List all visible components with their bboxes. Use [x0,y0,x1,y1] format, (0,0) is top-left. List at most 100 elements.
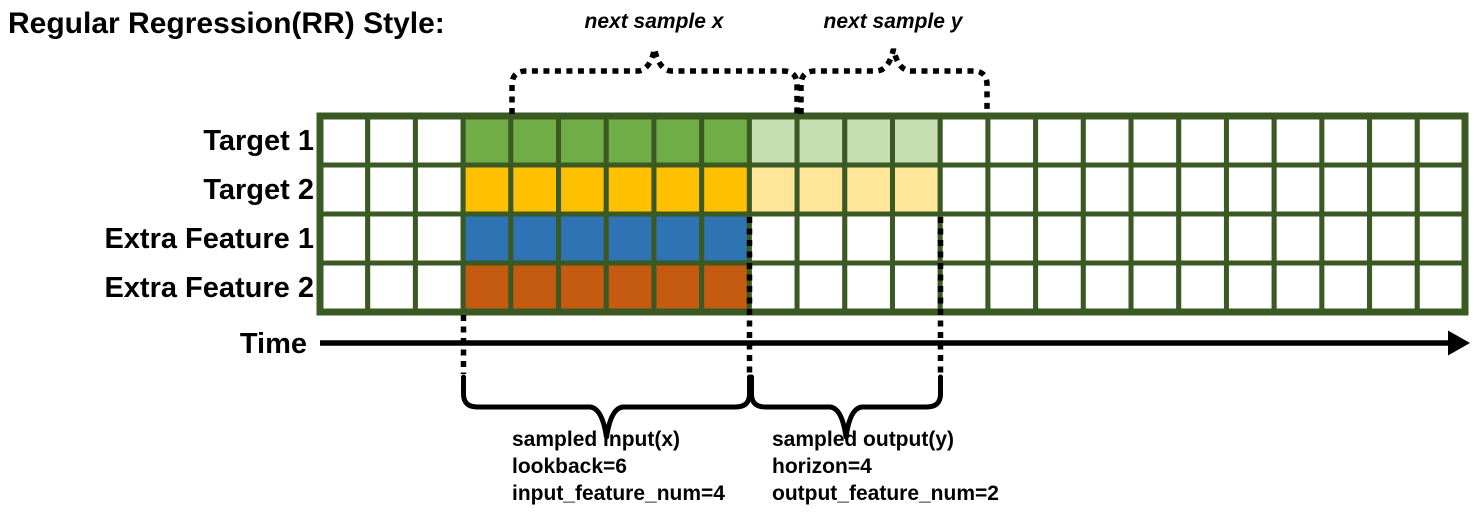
grid-cell [985,162,1039,217]
grid-cell [1033,113,1086,168]
grid-cell [1223,211,1277,266]
grid-cell [412,211,466,266]
grid-cell [317,162,371,217]
grid-cell [1128,113,1182,168]
horizon-value: horizon=4 [772,455,872,478]
grid-cell [1367,162,1420,217]
grid-cell [1033,162,1086,217]
grid-cell [794,260,848,315]
grid-cell [1367,211,1420,266]
grid-cell [699,162,752,217]
sampled-output-title: sampled output(y) [772,428,954,451]
grid-cell [1271,211,1325,266]
time-axis-label: Time [240,328,307,360]
grid-cell [890,260,943,315]
grid-cell [746,162,800,217]
grid-cell [1319,113,1373,168]
grid-outer-border [316,112,1469,316]
grid-cell [508,211,562,266]
grid-cell [603,162,657,217]
grid-cell [1223,260,1277,315]
grid-cell [317,113,371,168]
grid-cell [937,113,991,168]
grid-cell [1367,260,1420,315]
grid-cell [1176,113,1229,168]
grid-cell [985,113,1039,168]
grid-cell [1319,162,1373,217]
next-sample-y-brace [798,48,990,114]
grid-cell [317,260,371,315]
grid-cell [794,162,848,217]
grid-cell [1271,260,1325,315]
grid-cell [412,260,466,315]
grid-cell [508,260,562,315]
grid-cell [651,162,705,217]
grid-cells [317,113,1468,315]
grid-cell [746,211,800,266]
grid-cell [556,113,609,168]
grid-cell [556,260,609,315]
grid-cell [1414,162,1468,217]
grid-cell [1319,260,1373,315]
grid-cell [1176,260,1229,315]
grid-cell [1128,162,1182,217]
sampled-output-brace [749,374,943,440]
grid-cell [1080,162,1134,217]
grid-cell [794,113,848,168]
grid-cell [1414,211,1468,266]
grid-cell [937,260,991,315]
next-sample-x-brace [509,48,800,114]
grid-cell [746,113,800,168]
grid-cell [508,113,562,168]
grid-cell [651,260,705,315]
input-feature-num-value: input_feature_num=4 [512,482,725,505]
grid-cell [556,162,609,217]
grid-cell [651,113,705,168]
grid-cell [1033,211,1086,266]
grid-cell [1080,211,1134,266]
lookback-value: lookback=6 [512,455,627,478]
grid-cell [412,113,466,168]
grid-cell [1271,113,1325,168]
grid-cell [1128,211,1182,266]
grid-cell [1367,113,1420,168]
grid-cell [365,211,418,266]
grid-cell [1128,260,1182,315]
grid-cell [365,260,418,315]
time-axis-arrowhead-icon [1448,330,1470,356]
grid-cell [412,162,466,217]
grid-cell [699,260,752,315]
grid-cell [1176,162,1229,217]
grid-cell [890,162,943,217]
page-title: Regular Regression(RR) Style: [8,7,445,40]
row-label-target-1: Target 1 [203,125,314,157]
grid-cell [603,211,657,266]
grid-cell [603,113,657,168]
output-feature-num-value: output_feature_num=2 [772,482,999,505]
grid-cell [1414,260,1468,315]
grid-cell [556,211,609,266]
grid-cell [651,211,705,266]
grid-cell [937,211,991,266]
grid-cell [746,260,800,315]
grid-cell [842,260,895,315]
row-label-extra-feature-1: Extra Feature 1 [104,223,314,255]
grid-cell [508,162,562,217]
grid-cell [1176,211,1229,266]
grid-cell [317,211,371,266]
grid-cell [985,260,1039,315]
grid-cell [842,162,895,217]
grid-cell [1223,162,1277,217]
grid-cell [985,211,1039,266]
grid-cell [365,113,418,168]
grid-cell [460,162,514,217]
grid-cell [699,211,752,266]
grid-cell [460,113,514,168]
grid-cell [1223,113,1277,168]
sampled-input-title: sampled input(x) [512,428,680,451]
row-label-extra-feature-2: Extra Feature 2 [104,272,314,304]
grid-cell [699,113,752,168]
next-sample-y-label: next sample y [824,10,964,33]
grid-cell [937,162,991,217]
